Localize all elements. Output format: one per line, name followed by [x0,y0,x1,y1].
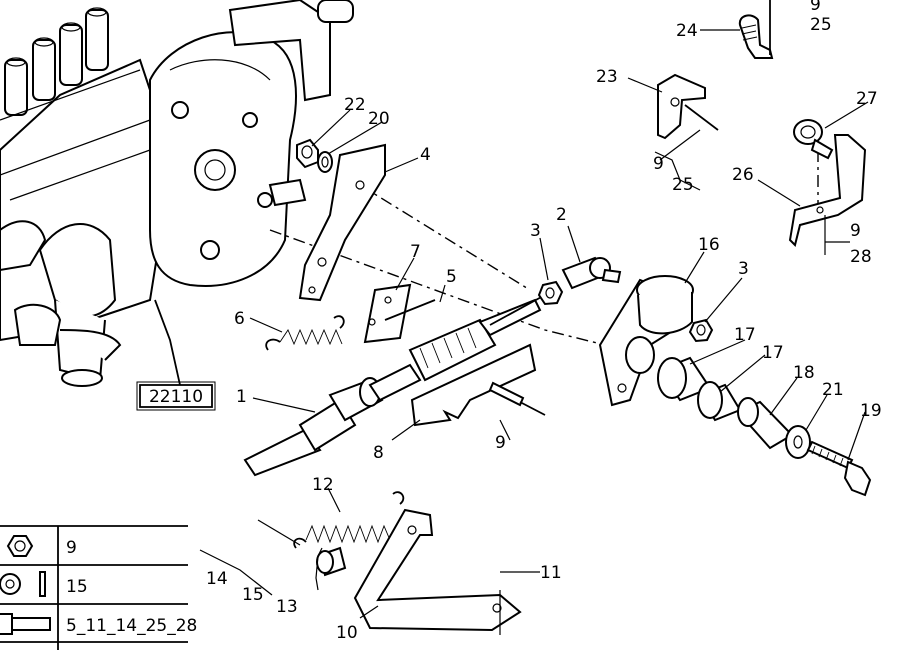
assembly-line-lever [269,229,606,346]
callout-labels: 1 2 3 3 4 5 6 7 8 9 9 9 9 10 11 12 13 14… [206,0,882,643]
callout-13: 13 [276,597,298,617]
legend-row-1-text: 9 [66,538,77,558]
clip-24 [738,0,774,59]
bushing-17a [657,356,712,402]
spring-6 [265,315,345,351]
nut-3-left [537,280,564,306]
callout-9d: 9 [810,0,821,15]
callout-28: 28 [850,247,872,267]
callout-20: 20 [368,109,390,129]
bushing-13 [316,546,347,577]
nut-icon [6,535,34,557]
callout-9a: 9 [495,433,506,453]
callout-5: 5 [446,267,457,287]
callout-21: 21 [822,380,844,400]
plate-8 [410,343,537,427]
callout-3a: 3 [530,221,541,241]
callout-9b: 9 [653,154,664,174]
callout-22: 22 [344,95,366,115]
callout-18: 18 [793,363,815,383]
throttle-cable-1 [243,294,546,477]
callout-26: 26 [732,165,754,185]
callout-9c: 9 [850,221,861,241]
bolt-icon [0,613,51,635]
reference-box-label: 22110 [149,387,203,407]
callout-12: 12 [312,475,334,495]
leader-lines [199,29,869,635]
callout-25a: 25 [810,15,832,35]
bracket-10 [353,508,522,632]
legend-row-3-text: 5_11_14_25_28 [66,616,197,636]
legend-row-2-text: 15 [66,577,88,597]
clip-27 [793,119,834,160]
callout-16: 16 [698,235,720,255]
bracket-16 [598,275,694,407]
washer-20 [317,151,333,173]
bracket-26 [788,134,867,247]
spring-12 [293,491,405,549]
callout-23: 23 [596,67,618,87]
callout-15: 15 [242,585,264,605]
sleeve-18 [736,397,794,450]
callout-17a: 17 [734,325,756,345]
washer-icon [0,571,46,597]
lever-4 [298,143,386,302]
bracket-23 [657,73,706,140]
callout-3b: 3 [738,259,749,279]
callout-8: 8 [373,443,384,463]
callout-19: 19 [860,401,882,421]
callout-1: 1 [236,387,247,407]
callout-10: 10 [336,623,358,643]
washer-21 [785,425,811,459]
callout-14: 14 [206,569,228,589]
legend-table: 9 15 5_11_14_25_28 [0,525,197,650]
callout-11: 11 [540,563,562,583]
injection-pump-assembly [0,0,354,387]
ball-joint-2 [561,256,622,290]
callout-17b: 17 [762,343,784,363]
callout-24: 24 [676,21,698,41]
callout-25b: 25 [672,175,694,195]
callout-6: 6 [234,309,245,329]
callout-27: 27 [856,89,878,109]
bolt-9-plate [488,381,525,407]
bushing-17b [697,381,742,422]
nut-3-right [688,318,714,343]
callout-4: 4 [420,145,431,165]
bolt-19 [806,440,872,497]
callout-7: 7 [410,242,421,262]
callout-2: 2 [556,205,567,225]
assembly-line-lever-top [359,184,531,291]
reference-box: 22110 [136,381,216,411]
